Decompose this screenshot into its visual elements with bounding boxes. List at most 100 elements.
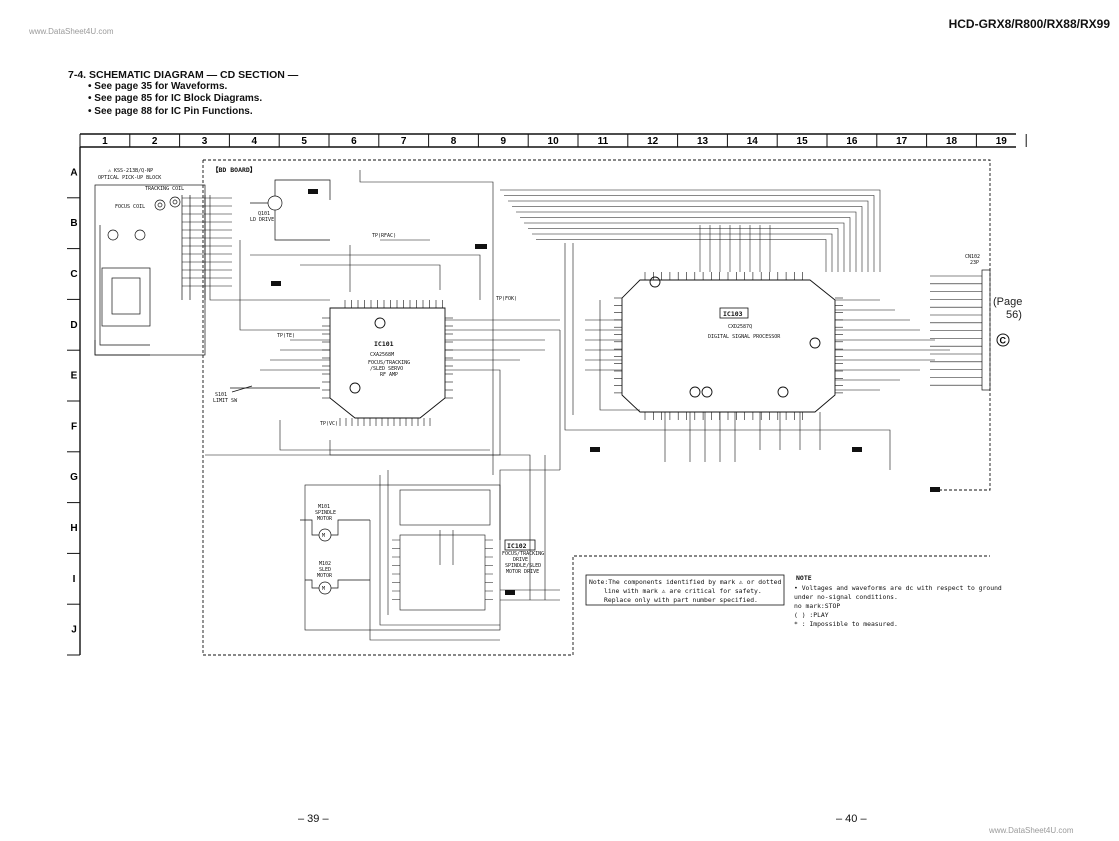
ic103-part: CXD2587Q <box>728 324 752 330</box>
ic103-bus-line <box>528 228 839 272</box>
ic103-bus-line <box>524 222 845 272</box>
ic103-bus-line <box>508 200 869 272</box>
ic102-pins <box>392 539 493 600</box>
ic103-body <box>621 276 836 413</box>
note-line-5: * : Impossible to measured. <box>794 620 898 628</box>
focus-coil-label: FOCUS COIL <box>115 204 145 210</box>
caution-line-1: Note:The components identified by mark ⚠… <box>589 578 782 586</box>
column-label: 5 <box>301 136 307 147</box>
section-heading-block: 7-4. SCHEMATIC DIAGRAM — CD SECTION — • … <box>68 69 298 118</box>
row-label: H <box>70 523 77 534</box>
ic102-tag-box <box>504 539 536 551</box>
bd-board-label: 【BD BOARD】 <box>212 166 256 174</box>
ic103-bus-line <box>504 195 875 272</box>
row-ticks <box>67 197 80 656</box>
column-label: 14 <box>747 136 759 147</box>
watermark-bottom: www.DataSheet4U.com <box>989 826 1074 835</box>
column-label: 8 <box>451 136 457 147</box>
ic103-bus-line <box>532 233 833 272</box>
column-label: 4 <box>252 136 258 147</box>
column-label: 7 <box>401 136 407 147</box>
ld-drive-transistor <box>250 179 331 241</box>
ic103-bus <box>500 189 881 272</box>
model-title: HCD-GRX8/R800/RX88/RX99 <box>948 17 1110 31</box>
column-label: 2 <box>152 136 158 147</box>
column-label: 13 <box>697 136 709 147</box>
page-ref-line1: (Page <box>993 296 1022 308</box>
caution-line-2: line with mark ⚠ are critical for safety… <box>604 587 762 595</box>
ic103-bus-line <box>520 217 851 272</box>
row-label: A <box>70 167 77 178</box>
ic103-pins <box>614 272 843 420</box>
sled-motor <box>305 579 370 595</box>
column-label: 9 <box>501 136 507 147</box>
cn102-connector <box>981 269 991 391</box>
ic101-wiring <box>205 170 560 475</box>
ic102-label: IC102 <box>507 542 527 550</box>
caution-box <box>585 574 785 606</box>
ic101-part: CXA2568M <box>370 352 394 358</box>
ic103-bus-line <box>516 211 857 272</box>
page-ref-letter: C <box>1000 336 1007 346</box>
ic103-label: IC103 <box>723 310 743 318</box>
column-label: 6 <box>351 136 357 147</box>
pickup-label: ⚠ KSS-213B/Q-NP OPTICAL PICK-UP BLOCK <box>98 168 161 181</box>
tp-te-label: TP(TE) <box>277 333 295 339</box>
column-label: 16 <box>846 136 858 147</box>
note-line-1: • Voltages and waveforms are dc with res… <box>794 584 1002 592</box>
cn102-lines <box>930 275 982 386</box>
ic103-bus-line <box>512 206 863 272</box>
bullet-block-diagrams: • See page 85 for IC Block Diagrams. <box>88 93 263 105</box>
ic102-wiring <box>369 330 561 641</box>
row-label: J <box>71 625 77 636</box>
section-heading: 7-4. SCHEMATIC DIAGRAM — CD SECTION — <box>68 69 299 81</box>
column-label: 11 <box>598 136 609 147</box>
spindle-motor-m: M <box>322 533 325 539</box>
page-number-left: – 39 – <box>298 813 329 825</box>
page-number-right: – 40 – <box>836 813 867 825</box>
note-line-2: under no-signal conditions. <box>794 593 898 601</box>
note-title: NOTE <box>796 574 812 582</box>
tp-rfac-label: TP(RFAC) <box>372 233 396 239</box>
ic103-wiring <box>564 243 950 470</box>
bullet-pin-functions: • See page 88 for IC Pin Functions. <box>88 105 253 117</box>
page-ref-line2: 56) <box>1006 309 1022 321</box>
row-label: B <box>70 218 77 229</box>
page-ref-circle <box>996 333 1010 347</box>
column-ticks <box>79 134 1027 147</box>
ic103-bus-line <box>500 189 881 272</box>
ic101-label: IC101 <box>374 340 394 348</box>
spindle-motor <box>300 519 370 542</box>
tp-fok-label: TP(FOK) <box>496 296 517 302</box>
ic103-tag-box <box>719 307 749 319</box>
column-label: 10 <box>548 136 560 147</box>
tracking-coil-label: TRACKING COIL <box>145 186 184 192</box>
row-label: E <box>71 371 78 382</box>
row-label: C <box>70 269 77 280</box>
column-label: 15 <box>797 136 809 147</box>
column-label: 17 <box>896 136 908 147</box>
note-line-4: ( ) :PLAY <box>794 611 829 619</box>
column-label: 3 <box>202 136 208 147</box>
ic102-box <box>304 484 501 631</box>
row-label: D <box>70 320 77 331</box>
ic103-desc: DIGITAL SIGNAL PROCESSOR <box>708 334 781 340</box>
row-label: F <box>71 421 77 432</box>
row-label: G <box>70 472 78 483</box>
column-label: 18 <box>946 136 958 147</box>
tp-vc-label: TP(VC) <box>320 421 338 427</box>
caution-line-3: Replace only with part number specified. <box>604 596 758 604</box>
bullet-waveforms: • See page 35 for Waveforms. <box>88 81 228 92</box>
column-label: 19 <box>996 136 1008 147</box>
row-label: I <box>73 574 76 585</box>
small-connectors <box>271 189 940 595</box>
